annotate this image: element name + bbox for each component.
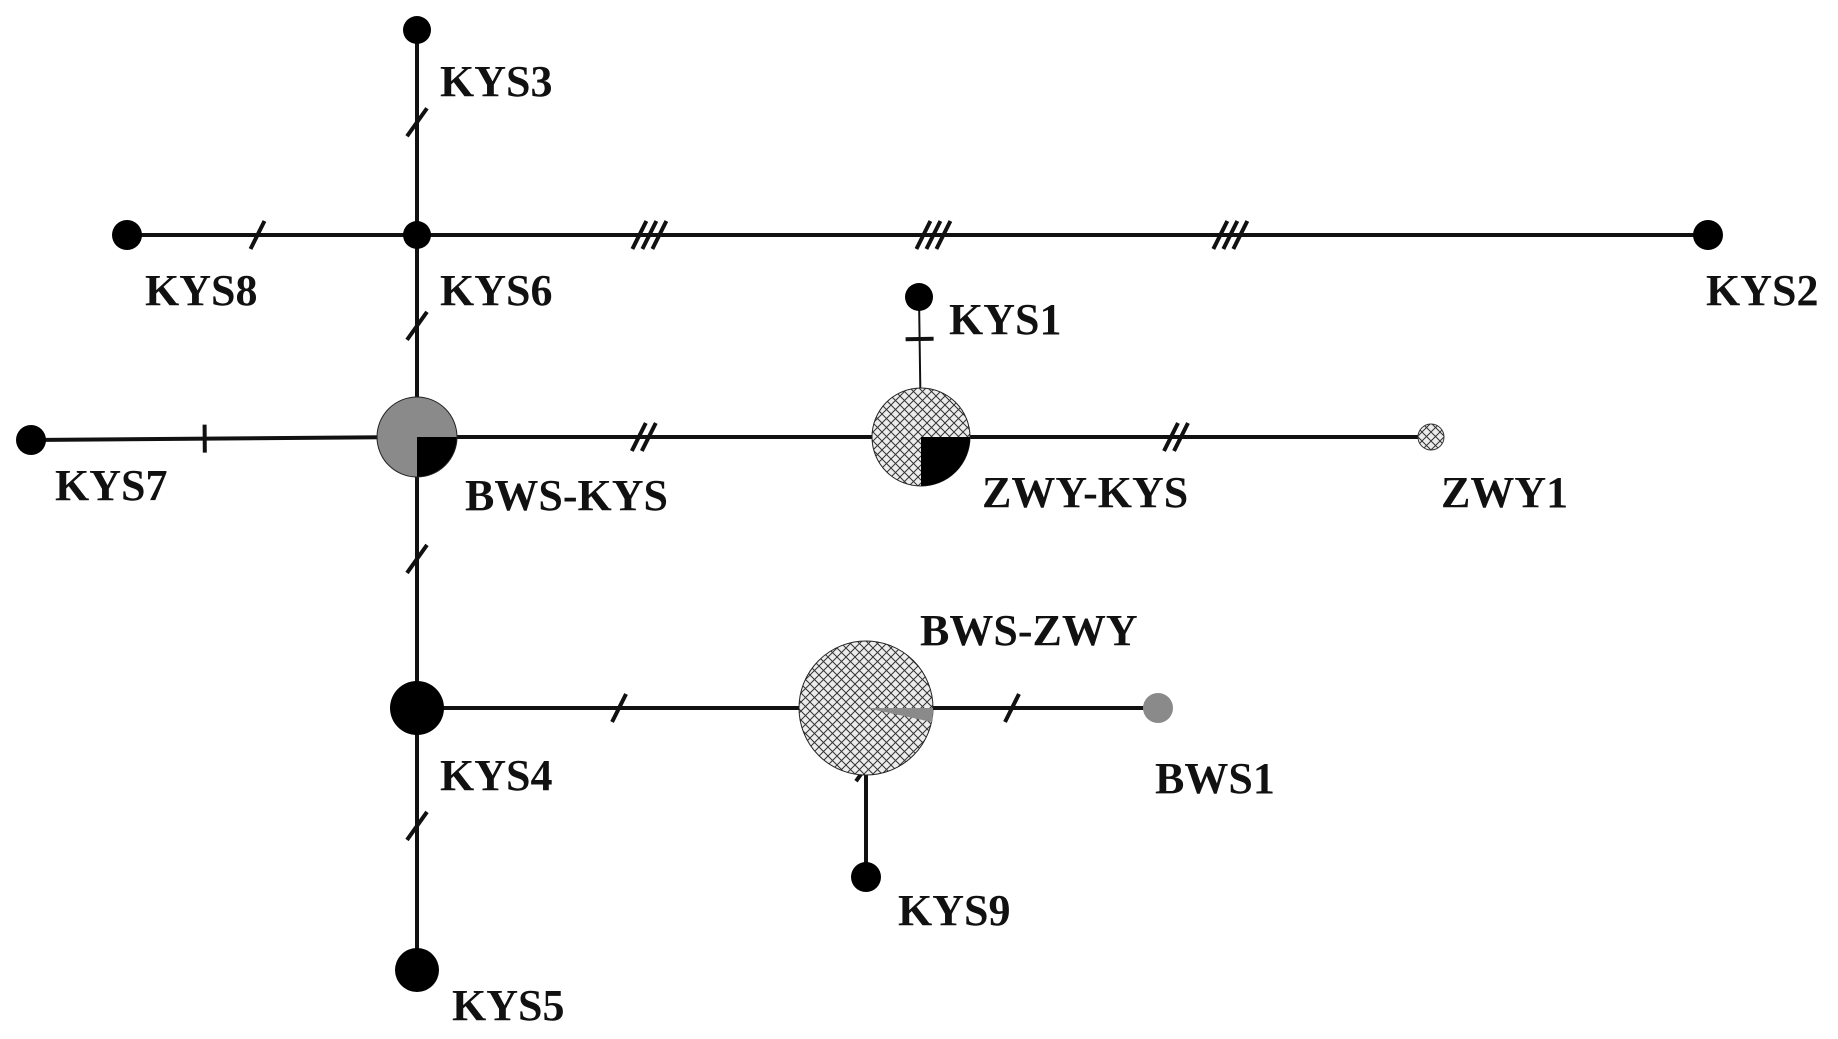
label-zwy1: ZWY1 [1441,468,1568,517]
label-bws-kys: BWS-KYS [465,471,668,520]
label-kys1: KYS1 [949,295,1061,344]
bws-kys-pie-kys-slice [417,437,457,477]
node-zwy1 [1418,424,1444,450]
label-kys6: KYS6 [440,266,552,315]
node-kys1 [905,283,933,311]
label-kys9: KYS9 [898,886,1010,935]
node-kys4 [390,681,444,735]
zwy-kys-pie-kys-slice [921,437,970,486]
label-kys8: KYS8 [145,266,257,315]
label-kys3: KYS3 [440,57,552,106]
node-zwy-kys [872,388,970,486]
node-kys5 [395,948,439,992]
label-bws1: BWS1 [1155,754,1275,803]
node-bws-zwy [799,641,933,775]
label-kys7: KYS7 [55,461,167,510]
labels-layer: KYS3 KYS8 KYS6 KYS2 KYS1 KYS7 BWS-KYS ZW… [55,57,1818,1030]
node-kys7 [16,425,46,455]
node-bws-kys [377,397,457,477]
node-kys9 [851,862,881,892]
node-bws1 [1143,693,1173,723]
label-kys5: KYS5 [452,981,564,1030]
node-kys3 [403,16,431,44]
label-bws-zwy: BWS-ZWY [920,606,1138,655]
node-kys8 [112,220,142,250]
node-kys6 [403,221,431,249]
label-zwy-kys: ZWY-KYS [982,468,1188,517]
label-kys4: KYS4 [440,751,552,800]
edge-kys7-bws-kys [31,437,417,440]
node-kys2 [1693,220,1723,250]
label-kys2: KYS2 [1706,266,1818,315]
